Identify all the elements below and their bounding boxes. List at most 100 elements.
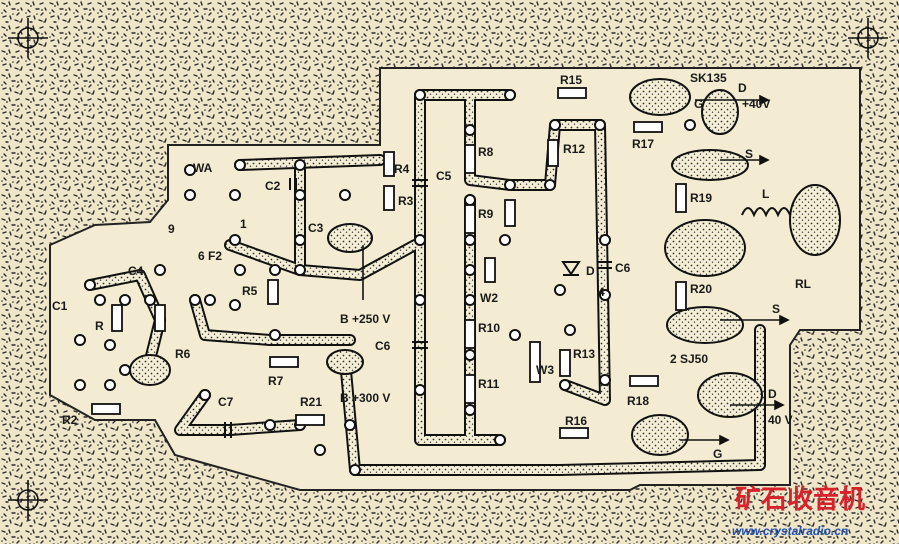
label-rl: RL bbox=[795, 277, 811, 291]
solder-hole bbox=[414, 89, 426, 101]
terminal-arrows bbox=[362, 94, 790, 446]
resistor-body bbox=[464, 204, 476, 234]
label-r16: R16 bbox=[565, 414, 587, 428]
resistor-body bbox=[675, 281, 687, 311]
solder-hole bbox=[294, 264, 306, 276]
label-r4: R4 bbox=[394, 162, 410, 176]
label-n1: 1 bbox=[240, 217, 247, 231]
label-r15: R15 bbox=[560, 73, 582, 87]
label-c2: C2 bbox=[265, 179, 281, 193]
inductor-coil bbox=[741, 207, 791, 218]
label-s2: S bbox=[772, 302, 780, 316]
solder-hole bbox=[119, 294, 131, 306]
label-g1: G bbox=[694, 97, 703, 111]
solder-hole bbox=[234, 159, 246, 171]
solder-hole bbox=[234, 264, 246, 276]
solder-hole bbox=[594, 119, 606, 131]
mounting-hole-bottom-left bbox=[8, 480, 48, 520]
label-r21: R21 bbox=[300, 395, 322, 409]
label-sk135: SK135 bbox=[690, 71, 727, 85]
solder-hole bbox=[184, 189, 196, 201]
resistor-body bbox=[629, 375, 659, 387]
solder-hole bbox=[549, 119, 561, 131]
solder-hole bbox=[229, 189, 241, 201]
label-w1: WA bbox=[193, 161, 213, 175]
solder-hole bbox=[464, 194, 476, 206]
solder-hole bbox=[189, 294, 201, 306]
site-watermark: 矿石收音机 www.crystalradio.cn bbox=[732, 484, 865, 538]
solder-hole bbox=[414, 234, 426, 246]
resistor-body bbox=[269, 356, 299, 368]
label-r11: R11 bbox=[478, 377, 500, 391]
resistor-body bbox=[547, 139, 559, 167]
label-r2: R2 bbox=[62, 413, 78, 427]
solder-hole bbox=[509, 329, 521, 341]
label-d40a: D bbox=[738, 81, 747, 95]
solder-hole bbox=[184, 164, 196, 176]
resistor-body bbox=[464, 374, 476, 404]
solder-hole bbox=[204, 294, 216, 306]
solder-hole bbox=[199, 389, 211, 401]
solder-hole bbox=[269, 264, 281, 276]
solder-hole bbox=[229, 299, 241, 311]
solder-hole bbox=[599, 374, 611, 386]
resistor-body bbox=[464, 144, 476, 174]
solder-hole bbox=[144, 294, 156, 306]
label-r8: R8 bbox=[478, 145, 494, 159]
label-r17: R17 bbox=[632, 137, 654, 151]
label-sj50: 2 SJ50 bbox=[670, 352, 708, 366]
resistor-body bbox=[529, 341, 541, 383]
solder-hole bbox=[104, 379, 116, 391]
resistor-body bbox=[484, 257, 496, 283]
solder-hole bbox=[599, 234, 611, 246]
solder-hole bbox=[499, 234, 511, 246]
label-g2: G bbox=[713, 447, 722, 461]
watermark-title: 矿石收音机 bbox=[735, 484, 865, 515]
solder-hole bbox=[104, 339, 116, 351]
label-r20: R20 bbox=[690, 282, 712, 296]
resistor-body bbox=[267, 279, 279, 305]
solder-hole bbox=[544, 179, 556, 191]
label-r6: R6 bbox=[175, 347, 191, 361]
solder-holes bbox=[74, 89, 696, 476]
label-w2: W2 bbox=[480, 291, 498, 305]
solder-hole bbox=[74, 334, 86, 346]
label-r5: R5 bbox=[242, 284, 258, 298]
solder-hole bbox=[294, 189, 306, 201]
solder-hole bbox=[349, 464, 361, 476]
resistor-body bbox=[154, 304, 166, 332]
label-v40b: 40 V bbox=[768, 413, 793, 427]
label-r7: R7 bbox=[268, 374, 284, 388]
solder-hole bbox=[464, 264, 476, 276]
solder-hole bbox=[464, 294, 476, 306]
solder-hole bbox=[554, 284, 566, 296]
capacitors bbox=[224, 178, 612, 438]
resistor-body bbox=[675, 183, 687, 213]
solder-hole bbox=[94, 294, 106, 306]
resistor-body bbox=[383, 151, 395, 177]
label-w3: W3 bbox=[536, 363, 554, 377]
solder-hole bbox=[264, 419, 276, 431]
label-c7: C7 bbox=[218, 395, 234, 409]
label-b300: B +300 V bbox=[340, 391, 390, 405]
resistors bbox=[91, 87, 687, 439]
solder-hole bbox=[599, 289, 611, 301]
label-c5: C5 bbox=[436, 169, 452, 183]
resistor-body bbox=[111, 304, 123, 332]
resistor-body bbox=[559, 427, 589, 439]
label-c4: C4 bbox=[128, 264, 144, 278]
label-l: L bbox=[762, 187, 769, 201]
resistor-body bbox=[633, 121, 663, 133]
solder-hole bbox=[344, 419, 356, 431]
resistor-body bbox=[295, 414, 325, 426]
solder-hole bbox=[564, 324, 576, 336]
label-r18: R18 bbox=[627, 394, 649, 408]
resistor-body bbox=[504, 199, 516, 227]
watermark-url: www.crystalradio.cn bbox=[732, 524, 848, 538]
solder-hole bbox=[414, 294, 426, 306]
label-b250: B +250 V bbox=[340, 312, 390, 326]
solder-hole bbox=[414, 384, 426, 396]
resistor-body bbox=[559, 349, 571, 377]
resistor-body bbox=[383, 185, 395, 211]
